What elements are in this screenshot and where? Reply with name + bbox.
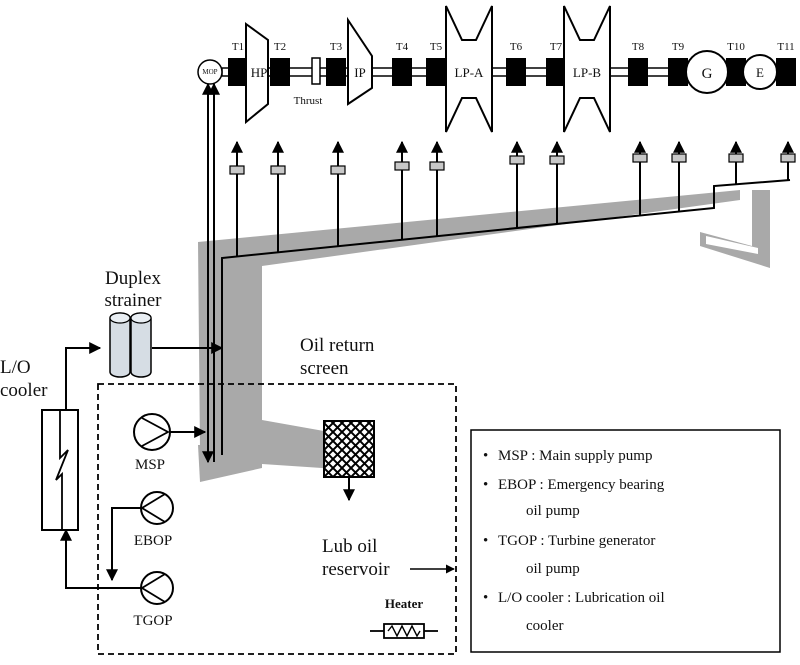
bearing-label: T7 [550,41,563,53]
ebop-label: EBOP [134,533,172,549]
bearing-label: T4 [396,41,409,53]
thrust-collar [311,57,321,85]
screen-label-2: screen [300,358,349,379]
mop-label: MOP [202,68,217,76]
exciter-label: E [756,65,764,80]
thrust-label: Thrust [294,95,323,107]
reservoir-label-1: Lub oil [322,536,377,557]
tgop-label: TGOP [133,613,172,629]
lpb-turbine [563,5,611,133]
heater-label: Heater [385,596,423,611]
bearing-label: T1 [232,41,244,53]
bearing-label: T5 [430,41,443,53]
legend-bullet: • [483,477,488,493]
bearing-feed-lines [231,140,794,256]
bearing-label: T8 [632,41,645,53]
reservoir-boundary [97,383,457,655]
hp-turbine [245,22,269,125]
legend-line: cooler [526,618,563,634]
turbine-section-labels: HP IP LP-A LP-B G E MOP Thrust [202,65,764,107]
legend-bullet: • [483,448,488,464]
duplex-strainer [109,312,152,378]
duplex-label-2: strainer [105,290,163,311]
bearing-labels: T1 T2 T3 T4 T5 T6 T7 T8 T9 T10 T11 [232,41,795,53]
legend-line: oil pump [526,561,580,577]
legend-line: TGOP : Turbine generator [498,533,655,549]
cooler-piping [60,342,224,589]
screen-label-1: Oil return [300,335,375,356]
bearing-label: T10 [727,41,745,53]
msp-pump [133,413,171,451]
turbine-shaft-train [197,5,796,133]
legend-bullet: • [483,533,488,549]
heater-icon [370,623,438,639]
cooler-label-2: cooler [0,380,48,401]
bearing-label: T6 [510,41,523,53]
legend-box [470,429,781,653]
legend-line: oil pump [526,503,580,519]
lpb-label: LP-B [573,65,602,80]
reservoir-label-2: reservoir [322,559,390,580]
lpa-label: LP-A [455,65,485,80]
hp-label: HP [251,65,268,80]
generator-label: G [702,66,713,82]
bearing-label: T3 [330,41,343,53]
legend-bullet: • [483,590,488,606]
msp-label: MSP [135,457,165,473]
exciter [742,54,778,90]
bearing-label: T9 [672,41,685,53]
oil-return-screen [323,420,375,478]
cooler-label-1: L/O [0,357,31,378]
generator [685,50,729,94]
orifice-blocks [229,153,796,175]
supply-header [221,179,791,455]
lpa-turbine [445,5,493,133]
ip-turbine [347,16,373,106]
bearing-label: T11 [777,41,794,53]
duplex-label-1: Duplex [105,268,161,289]
bearing-label: T2 [274,41,286,53]
mop-pipes [202,82,220,464]
lo-cooler [41,409,79,531]
ip-label: IP [354,65,366,80]
legend-line: L/O cooler : Lubrication oil [498,590,665,606]
tgop-pump [140,571,174,605]
legend-line: EBOP : Emergency bearing [498,477,665,493]
legend-entries: • MSP : Main supply pump • EBOP : Emerge… [483,448,665,634]
bearing-pedestals [228,58,796,86]
ebop-pump [140,491,174,525]
legend-line: MSP : Main supply pump [498,448,652,464]
